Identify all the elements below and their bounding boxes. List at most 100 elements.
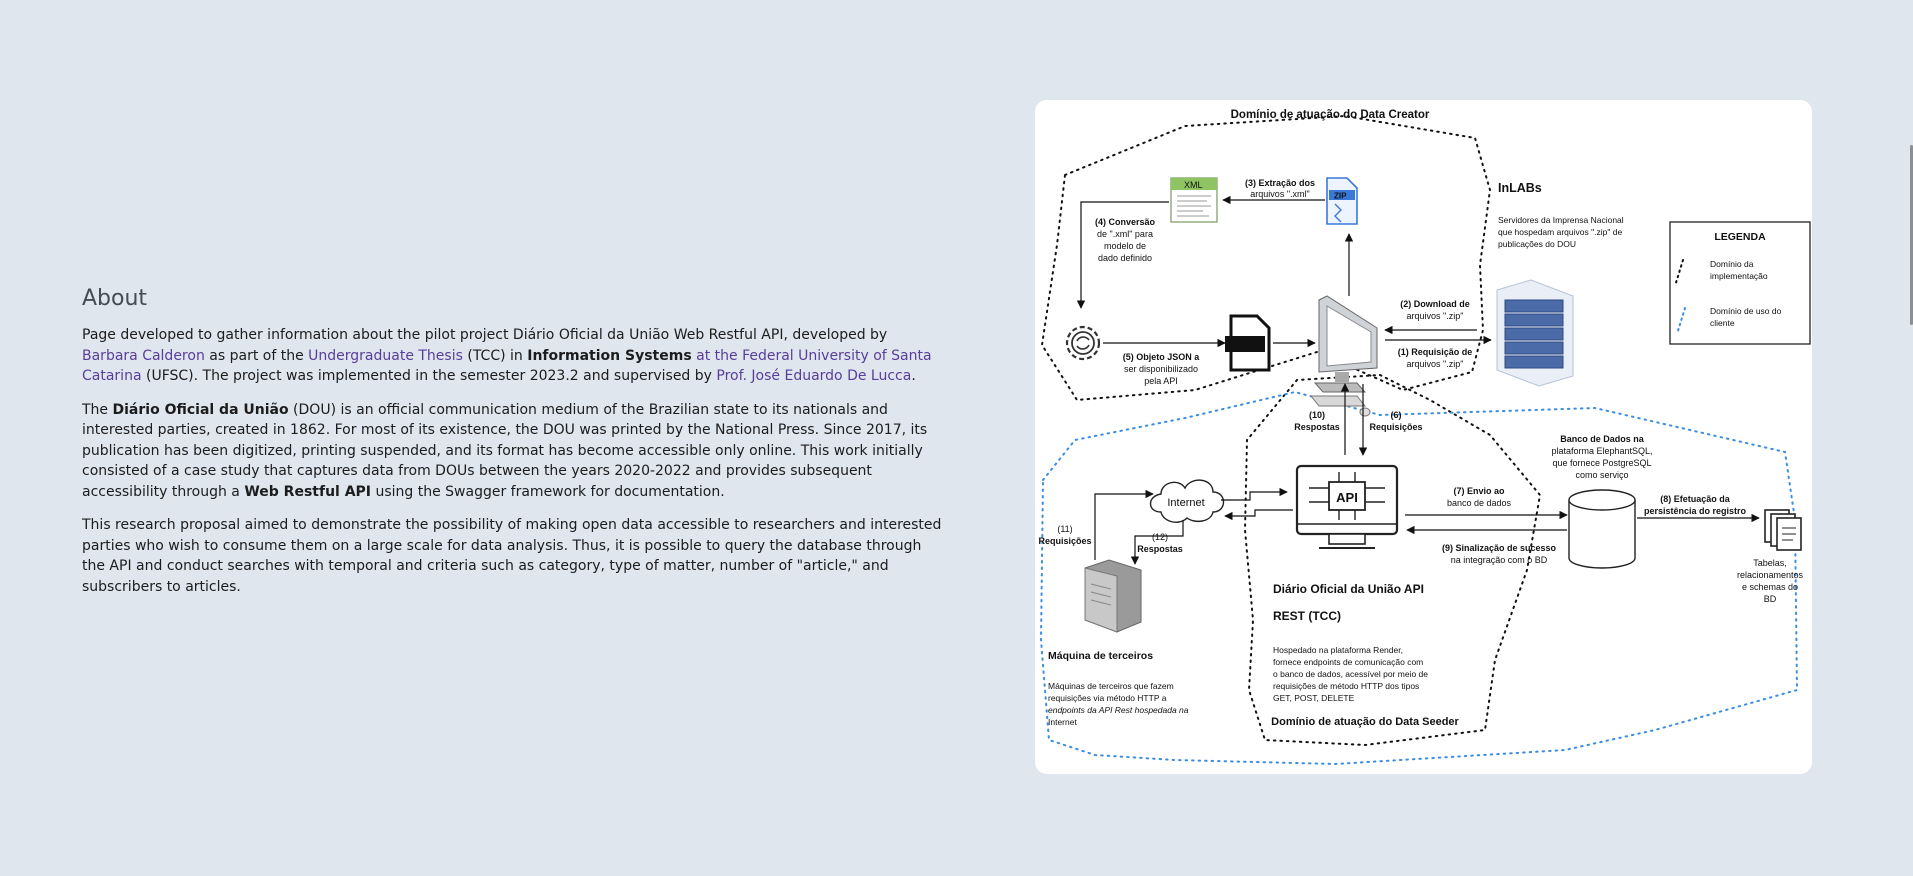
arrow-internet-to-third bbox=[1130, 520, 1184, 565]
json-file-icon: JSON bbox=[1225, 314, 1271, 372]
step6-line2: Requisições bbox=[1369, 422, 1422, 432]
step4-line1: (4) Conversão bbox=[1095, 217, 1156, 227]
inlabs-desc-2: que hospedam arquivos ".zip" de bbox=[1498, 227, 1622, 237]
supervisor-link[interactable]: Prof. José Eduardo De Lucca bbox=[716, 368, 912, 384]
api-name: Web Restful API bbox=[244, 483, 372, 500]
documents-icon bbox=[1764, 509, 1802, 551]
inlabs-desc-3: publicações do DOU bbox=[1498, 239, 1576, 249]
third-desc-4: Internet bbox=[1048, 717, 1077, 727]
step10-line2: Respostas bbox=[1294, 422, 1340, 432]
sync-gear-icon bbox=[1065, 325, 1101, 361]
legend-client-line1: Domínio de uso do bbox=[1710, 306, 1782, 316]
course-name: Information Systems bbox=[527, 347, 692, 364]
legend-title: LEGENDA bbox=[1714, 231, 1766, 243]
seeder-domain-boundary bbox=[1243, 373, 1542, 747]
step4-line2: de ".xml" para bbox=[1097, 229, 1153, 239]
step3-line1: (3) Extração dos bbox=[1245, 178, 1315, 188]
p1-text-2: as part of the bbox=[204, 347, 309, 364]
step5-line3: pela API bbox=[1144, 376, 1178, 386]
p1-text-5: (UFSC). The project was implemented in t… bbox=[141, 368, 717, 384]
arrow-third-to-internet bbox=[1094, 489, 1154, 560]
inlabs-title: InLABs bbox=[1498, 181, 1542, 195]
database-icon bbox=[1568, 489, 1636, 569]
internet-label: Internet bbox=[1167, 497, 1204, 509]
step8-line2: persistência do registro bbox=[1644, 506, 1747, 516]
step1-line1: (1) Requisição de bbox=[1398, 347, 1473, 357]
creator-domain-boundary bbox=[1040, 114, 1492, 402]
computer-icon bbox=[1309, 295, 1378, 417]
thesis-link[interactable]: Undergraduate Thesis bbox=[308, 347, 463, 364]
scrollbar-thumb[interactable] bbox=[1910, 145, 1913, 325]
api-chip-label: API bbox=[1336, 490, 1358, 505]
legend-impl-line1: Domínio da bbox=[1710, 259, 1754, 269]
step3-line2: arquivos ".xml" bbox=[1250, 189, 1309, 199]
about-heading: About bbox=[82, 286, 148, 311]
dou-name: Diário Oficial da União bbox=[112, 401, 289, 418]
about-paragraph-2: The Diário Oficial da União (DOU) is an … bbox=[82, 400, 942, 503]
creator-domain-title: Domínio de atuação do Data Creator bbox=[1231, 109, 1430, 121]
tables-desc-3: e schemas do bbox=[1742, 582, 1798, 592]
api-monitor-icon: API bbox=[1295, 464, 1399, 549]
step9-line1: (9) Sinalização de sucesso bbox=[1442, 543, 1557, 553]
tables-desc-2: relacionamentos bbox=[1737, 570, 1804, 580]
xml-file-icon: XML bbox=[1170, 177, 1218, 223]
xml-label: XML bbox=[1184, 180, 1203, 190]
step5-line2: ser disponibilizado bbox=[1124, 364, 1198, 374]
step5-line1: (5) Objeto JSON a bbox=[1123, 352, 1201, 362]
api-desc-2: fornece endpoints de comunicação com bbox=[1273, 657, 1423, 667]
university-link[interactable]: at the Federal University of Santa Catar… bbox=[82, 347, 932, 385]
json-label: JSON bbox=[1230, 340, 1260, 352]
step8-line1: (8) Efetuação da bbox=[1660, 494, 1731, 504]
step2-line1: (2) Download de bbox=[1400, 299, 1470, 309]
p1-text-3: (TCC) in bbox=[462, 347, 528, 364]
legend-client-line2: cliente bbox=[1710, 318, 1735, 328]
step1-line2: arquivos ".zip" bbox=[1407, 359, 1464, 369]
tables-desc-1: Tabelas, bbox=[1753, 558, 1787, 568]
step6-line1: (6) bbox=[1391, 410, 1402, 420]
architecture-diagram: Domínio de atuação do Data Creator XML Z… bbox=[1035, 100, 1812, 774]
api-desc-1: Hospedado na plataforma Render, bbox=[1273, 645, 1403, 655]
api-title-line1: Diário Oficial da União API bbox=[1273, 582, 1424, 596]
api-desc-3: o banco de dados, acessível por meio de bbox=[1273, 669, 1428, 679]
step4-line4: dado definido bbox=[1098, 253, 1152, 263]
arrow-api-to-internet bbox=[1224, 509, 1293, 521]
p2-text-3: using the Swagger framework for document… bbox=[371, 483, 725, 500]
api-title-line2: REST (TCC) bbox=[1273, 609, 1341, 623]
db-desc-3: que fornece PostgreSQL bbox=[1552, 458, 1651, 468]
arrow-xml-to-gear bbox=[1076, 201, 1169, 309]
step9-line2: na integração com o BD bbox=[1451, 555, 1548, 565]
zip-label: ZIP bbox=[1334, 192, 1347, 201]
api-desc-5: GET, POST, DELETE bbox=[1273, 693, 1355, 703]
third-desc-1: Máquinas de terceiros que fazem bbox=[1048, 681, 1174, 691]
tables-desc-4: BD bbox=[1764, 594, 1777, 604]
third-desc-2: requisições via método HTTP a bbox=[1048, 693, 1167, 703]
step7-line2: banco de dados bbox=[1447, 498, 1512, 508]
p1-text-6: . bbox=[911, 368, 916, 384]
step11-line2: Requisições bbox=[1038, 536, 1091, 546]
arrow-internet-to-api bbox=[1221, 487, 1288, 501]
internet-cloud-icon: Internet bbox=[1149, 479, 1225, 523]
about-paragraph-3: This research proposal aimed to demonstr… bbox=[82, 517, 942, 595]
step4-line3: modelo de bbox=[1104, 241, 1146, 251]
step7-line1: (7) Envio ao bbox=[1453, 486, 1505, 496]
about-paragraph-1: Page developed to gather information abo… bbox=[82, 325, 942, 387]
third-desc-3: endpoints da API Rest hospedada na bbox=[1048, 705, 1189, 715]
p1-text-1: Page developed to gather information abo… bbox=[82, 327, 888, 343]
step2-line2: arquivos ".zip" bbox=[1407, 311, 1464, 321]
step12-line2: Respostas bbox=[1137, 544, 1183, 554]
author-link[interactable]: Barbara Calderon bbox=[82, 347, 205, 364]
third-party-server-icon bbox=[1084, 559, 1142, 633]
legend-impl-line2: implementação bbox=[1710, 271, 1768, 281]
p2-text-2: (DOU) is an official communication mediu… bbox=[82, 401, 928, 500]
db-desc-4: como serviço bbox=[1575, 470, 1628, 480]
db-desc-2: plataforma ElephantSQL, bbox=[1551, 446, 1652, 456]
api-desc-4: requisições de método HTTP dos tipos bbox=[1273, 681, 1419, 691]
db-desc-1: Banco de Dados na bbox=[1560, 434, 1645, 444]
inlabs-server-icon bbox=[1496, 279, 1574, 387]
seeder-domain-title: Domínio de atuação do Data Seeder bbox=[1271, 716, 1459, 728]
client-domain-boundary bbox=[1039, 390, 1799, 766]
inlabs-desc-1: Servidores da Imprensa Nacional bbox=[1498, 215, 1624, 225]
step11-line1: (11) bbox=[1057, 524, 1072, 534]
zip-file-icon: ZIP bbox=[1326, 177, 1358, 225]
p2-text-1: The bbox=[82, 401, 113, 418]
